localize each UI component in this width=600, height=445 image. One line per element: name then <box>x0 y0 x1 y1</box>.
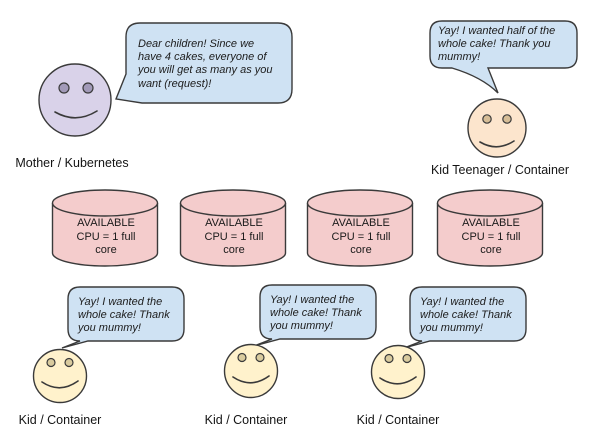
kid-2-left-eye-icon <box>237 352 247 363</box>
teen-smile-icon <box>479 140 515 148</box>
kid-3-label: Kid / Container <box>356 413 440 427</box>
kid-2-head <box>223 343 279 399</box>
mother-smile-icon <box>54 110 98 119</box>
mother-speech-text: Dear children! Since we have 4 cakes, ev… <box>138 38 273 90</box>
teen-head <box>467 98 527 158</box>
kid-1-speech-text: Yay! I wanted the whole cake! Thank you … <box>78 296 170 335</box>
kid-2-right-eye-icon <box>255 352 265 363</box>
kid-2-label: Kid / Container <box>204 413 288 427</box>
cpu-cylinder-2 <box>179 189 287 267</box>
kid-2-speech-text: Yay! I wanted the whole cake! Thank you … <box>270 294 362 333</box>
kid-1-speech-bubble <box>61 286 185 349</box>
mother-speech-bubble <box>115 22 293 104</box>
kid-3-head <box>370 344 426 400</box>
kid-3-left-eye-icon <box>384 353 394 364</box>
kid-3-smile-icon <box>379 376 417 385</box>
cpu-cylinder-1-label: AVAILABLE CPU = 1 full core <box>76 217 136 256</box>
cpu-cylinder-4-label: AVAILABLE CPU = 1 full core <box>461 217 521 256</box>
kid-3-speech-text: Yay! I wanted the whole cake! Thank you … <box>420 296 512 335</box>
mother-face-icon <box>38 63 112 137</box>
kid-1-left-eye-icon <box>46 357 56 368</box>
teen-speech-text: Yay! I wanted half of the whole cake! Th… <box>438 25 556 64</box>
mother-left-eye-icon <box>58 82 70 94</box>
mother-head <box>38 63 112 137</box>
kid-1-label: Kid / Container <box>18 413 102 427</box>
mother-right-eye-icon <box>82 82 94 94</box>
cpu-cylinder-1 <box>51 189 159 267</box>
teen-right-eye-icon <box>502 114 512 124</box>
kid-3-speech-bubble <box>403 286 527 349</box>
kid-2-face-icon <box>223 343 279 399</box>
kid-1-smile-icon <box>41 380 79 389</box>
kid-1-right-eye-icon <box>64 357 74 368</box>
kid-1-face-icon <box>32 348 88 404</box>
kid-2-smile-icon <box>232 375 270 384</box>
kid-2-speech-bubble <box>253 284 377 347</box>
kid-3-face-icon <box>370 344 426 400</box>
cpu-cylinder-3-label: AVAILABLE CPU = 1 full core <box>331 217 391 256</box>
cpu-cylinder-4 <box>436 189 544 267</box>
teen-label: Kid Teenager / Container <box>430 163 570 177</box>
kid-1-head <box>32 348 88 404</box>
kid-3-right-eye-icon <box>402 353 412 364</box>
teen-speech-bubble <box>429 20 578 94</box>
cpu-cylinder-2-label: AVAILABLE CPU = 1 full core <box>204 217 264 256</box>
mother-label: Mother / Kubernetes <box>15 156 129 170</box>
teen-left-eye-icon <box>482 114 492 124</box>
cpu-cylinder-3 <box>306 189 414 267</box>
teen-face-icon <box>467 98 527 158</box>
